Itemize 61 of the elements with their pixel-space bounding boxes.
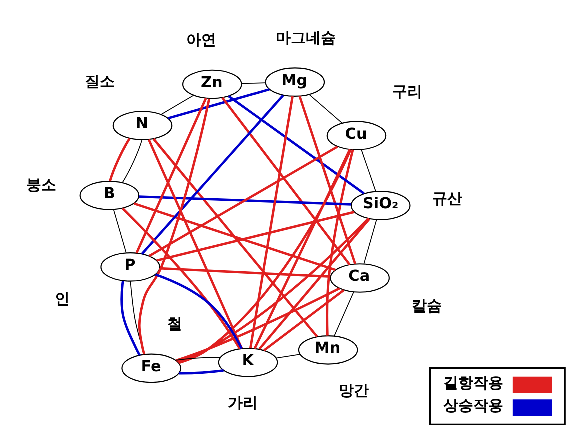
legend-label: 길항작용 [443,373,504,392]
connector [249,96,294,348]
node-ellipse: B [80,180,140,210]
connector [138,98,211,354]
node-ellipse: K [218,347,278,377]
connector [364,219,378,264]
connector [264,288,345,352]
node-label: 망간 [339,381,370,400]
connector [134,202,336,271]
connector [179,368,224,374]
connector [176,356,222,360]
connector [148,138,244,349]
connector [254,148,352,349]
connector [109,138,131,182]
connector [136,97,208,254]
connector [176,287,340,362]
connector [168,88,270,120]
connector [178,148,352,364]
node-label: 철 [168,314,183,333]
node-ellipse: Mn [298,334,358,364]
node-label: 칼슘 [412,296,442,315]
node-label: 붕소 [26,175,56,194]
connector [155,273,243,349]
legend-label: 상승작용 [443,396,504,414]
connector [122,139,143,183]
connector [152,138,318,338]
connector [361,149,376,192]
node-label: 아연 [186,30,217,49]
connector [258,218,370,350]
node-ellipse: SiO₂ [350,190,411,220]
node-label: 질소 [85,72,116,90]
node-label: 구리 [392,82,422,100]
connector [222,96,351,266]
connector [276,354,301,358]
node-ellipse: Zn [182,69,242,99]
connector [148,145,338,257]
connector [309,94,343,124]
node-ellipse: Ca [330,263,390,292]
connector [141,94,284,254]
connector [298,95,357,264]
connector [122,207,242,350]
connector [160,266,331,278]
connector [120,280,142,356]
node-label: 인 [54,290,70,308]
node-ellipse: Cu [326,120,387,150]
connector [113,208,127,254]
node-ellipse: P [100,252,160,282]
connector [139,195,352,206]
connector [241,82,266,84]
connector [334,291,354,336]
connector [326,149,354,336]
node-label: 마그네슘 [276,28,336,46]
connector [156,210,355,262]
node-ellipse: Fe [122,353,182,383]
node-label: 가리 [228,394,258,412]
connector [228,94,365,194]
connector [161,94,194,115]
node-label: 규산 [432,188,463,207]
node-ellipse: Mg [265,67,326,97]
connector [177,217,370,362]
node-ellipse: N [112,110,173,140]
